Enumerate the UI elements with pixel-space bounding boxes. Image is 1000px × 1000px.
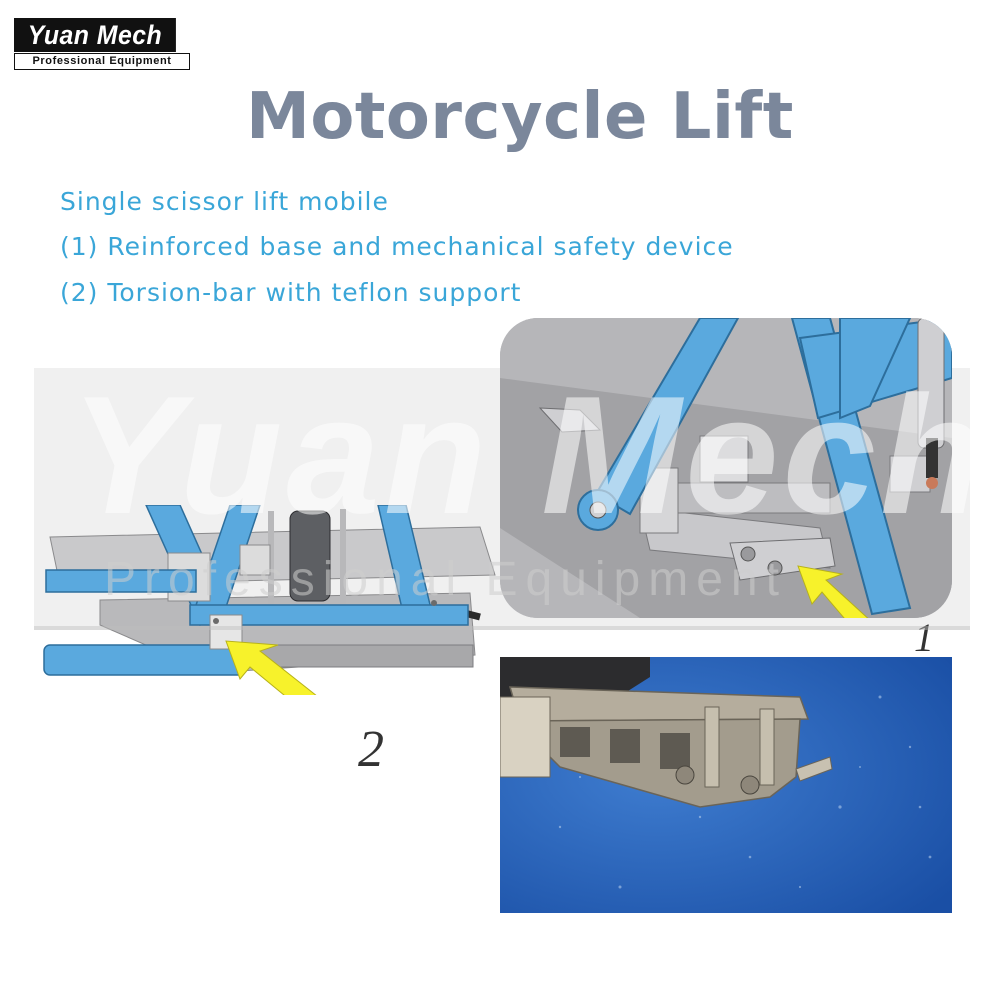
watermark-brand: Yuan Mech bbox=[70, 361, 987, 549]
lift-base-illustration bbox=[43, 505, 496, 695]
brand-logo: Yuan Mech Professional Equipment bbox=[14, 18, 190, 72]
page-title: Motorcycle Lift bbox=[246, 80, 794, 154]
callout-number-2: 2 bbox=[358, 721, 384, 778]
callout-arrow-2 bbox=[225, 640, 317, 695]
safety-device-illustration bbox=[500, 318, 952, 618]
feature-line-3: (2) Torsion-bar with teflon support bbox=[60, 278, 522, 307]
latch-photo-illustration bbox=[500, 657, 952, 913]
safety-device-drawing bbox=[500, 318, 952, 618]
callout-number-1: 1 bbox=[914, 615, 934, 660]
logo-brand-text: Yuan Mech bbox=[14, 18, 176, 52]
feature-line-1: Single scissor lift mobile bbox=[60, 187, 389, 216]
watermark-line bbox=[34, 626, 970, 630]
watermark-tagline: Professional Equipment bbox=[104, 553, 787, 606]
lift-base-drawing bbox=[40, 505, 500, 695]
feature-line-2: (1) Reinforced base and mechanical safet… bbox=[60, 232, 734, 261]
logo-tagline: Professional Equipment bbox=[14, 53, 190, 70]
callout-arrow-1 bbox=[797, 565, 869, 618]
safety-latch-photo bbox=[500, 657, 952, 913]
